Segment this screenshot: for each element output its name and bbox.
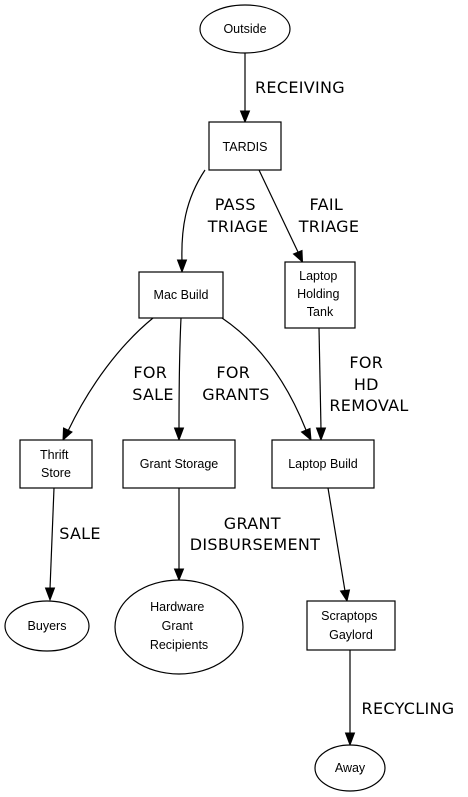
svg-text:Scraptops Gaylord: Scraptops Gaylord — [321, 609, 381, 642]
edge-label-fail-triage: FAIL TRIAGE — [298, 195, 360, 236]
node-grant-storage: Grant Storage — [122, 439, 236, 489]
edge-pass-triage: PASS TRIAGE — [176, 169, 269, 274]
svg-text:Mac Build: Mac Build — [154, 288, 209, 302]
svg-text:Laptop Build: Laptop Build — [288, 457, 358, 471]
node-away: Away — [314, 744, 386, 792]
edge-grant-disbursement: GRANT DISBURSEMENT — [173, 488, 321, 582]
svg-text:Laptop Holding Tan: Laptop Holding Tank — [297, 269, 343, 319]
svg-text:Outside: Outside — [223, 22, 266, 36]
edge-for-hd-removal: FOR HD REMOVAL — [315, 327, 408, 442]
edge-receiving: RECEIVING — [239, 53, 345, 124]
svg-text:Buyers: Buyers — [28, 619, 67, 633]
node-outside: Outside — [199, 4, 291, 54]
edge-label-grant-disbursement: GRANT DISBURSEMENT — [190, 514, 321, 554]
edge-label-pass-triage: PASS TRIAGE — [207, 195, 269, 236]
svg-text:TARDIS: TARDIS — [223, 140, 268, 154]
node-tardis: TARDIS — [208, 121, 282, 171]
node-hardware-grant-recipients: Hardware Grant Recipients — [114, 579, 244, 675]
edge-sale: SALE — [44, 487, 101, 602]
svg-text:Grant Storage: Grant Storage — [140, 457, 219, 471]
node-buyers: Buyers — [4, 600, 90, 652]
svg-text:Hardware Grant Rec: Hardware Grant Recipients — [150, 600, 208, 652]
edge-for-grants: FOR GRANTS — [173, 317, 270, 442]
node-mac-build: Mac Build — [138, 271, 224, 319]
edge-label-for-sale: FOR SALE — [132, 363, 174, 404]
node-laptop-holding-tank: Laptop Holding Tank — [284, 261, 356, 329]
edge-label-sale: SALE — [59, 524, 101, 543]
edge-recycling: RECYCLING — [344, 650, 455, 747]
edge-label-recycling: RECYCLING — [362, 699, 455, 718]
edge-mac-to-laptop-build — [221, 317, 312, 442]
svg-text:Away: Away — [335, 761, 366, 775]
edge-label-for-grants: FOR GRANTS — [202, 363, 270, 404]
node-laptop-build: Laptop Build — [271, 439, 375, 489]
edge-for-sale: FOR SALE — [62, 317, 174, 442]
node-scraptops-gaylord: Scraptops Gaylord — [306, 600, 396, 651]
svg-text:Thrift Store: Thrift Store — [40, 448, 72, 480]
edge-label-for-hd-removal: FOR HD REMOVAL — [329, 353, 408, 415]
edge-label-receiving: RECEIVING — [255, 78, 345, 97]
edge-fail-triage: FAIL TRIAGE — [258, 169, 360, 264]
edge-laptop-build-to-scraptops — [327, 487, 351, 603]
node-thrift-store: Thrift Store — [19, 439, 93, 489]
